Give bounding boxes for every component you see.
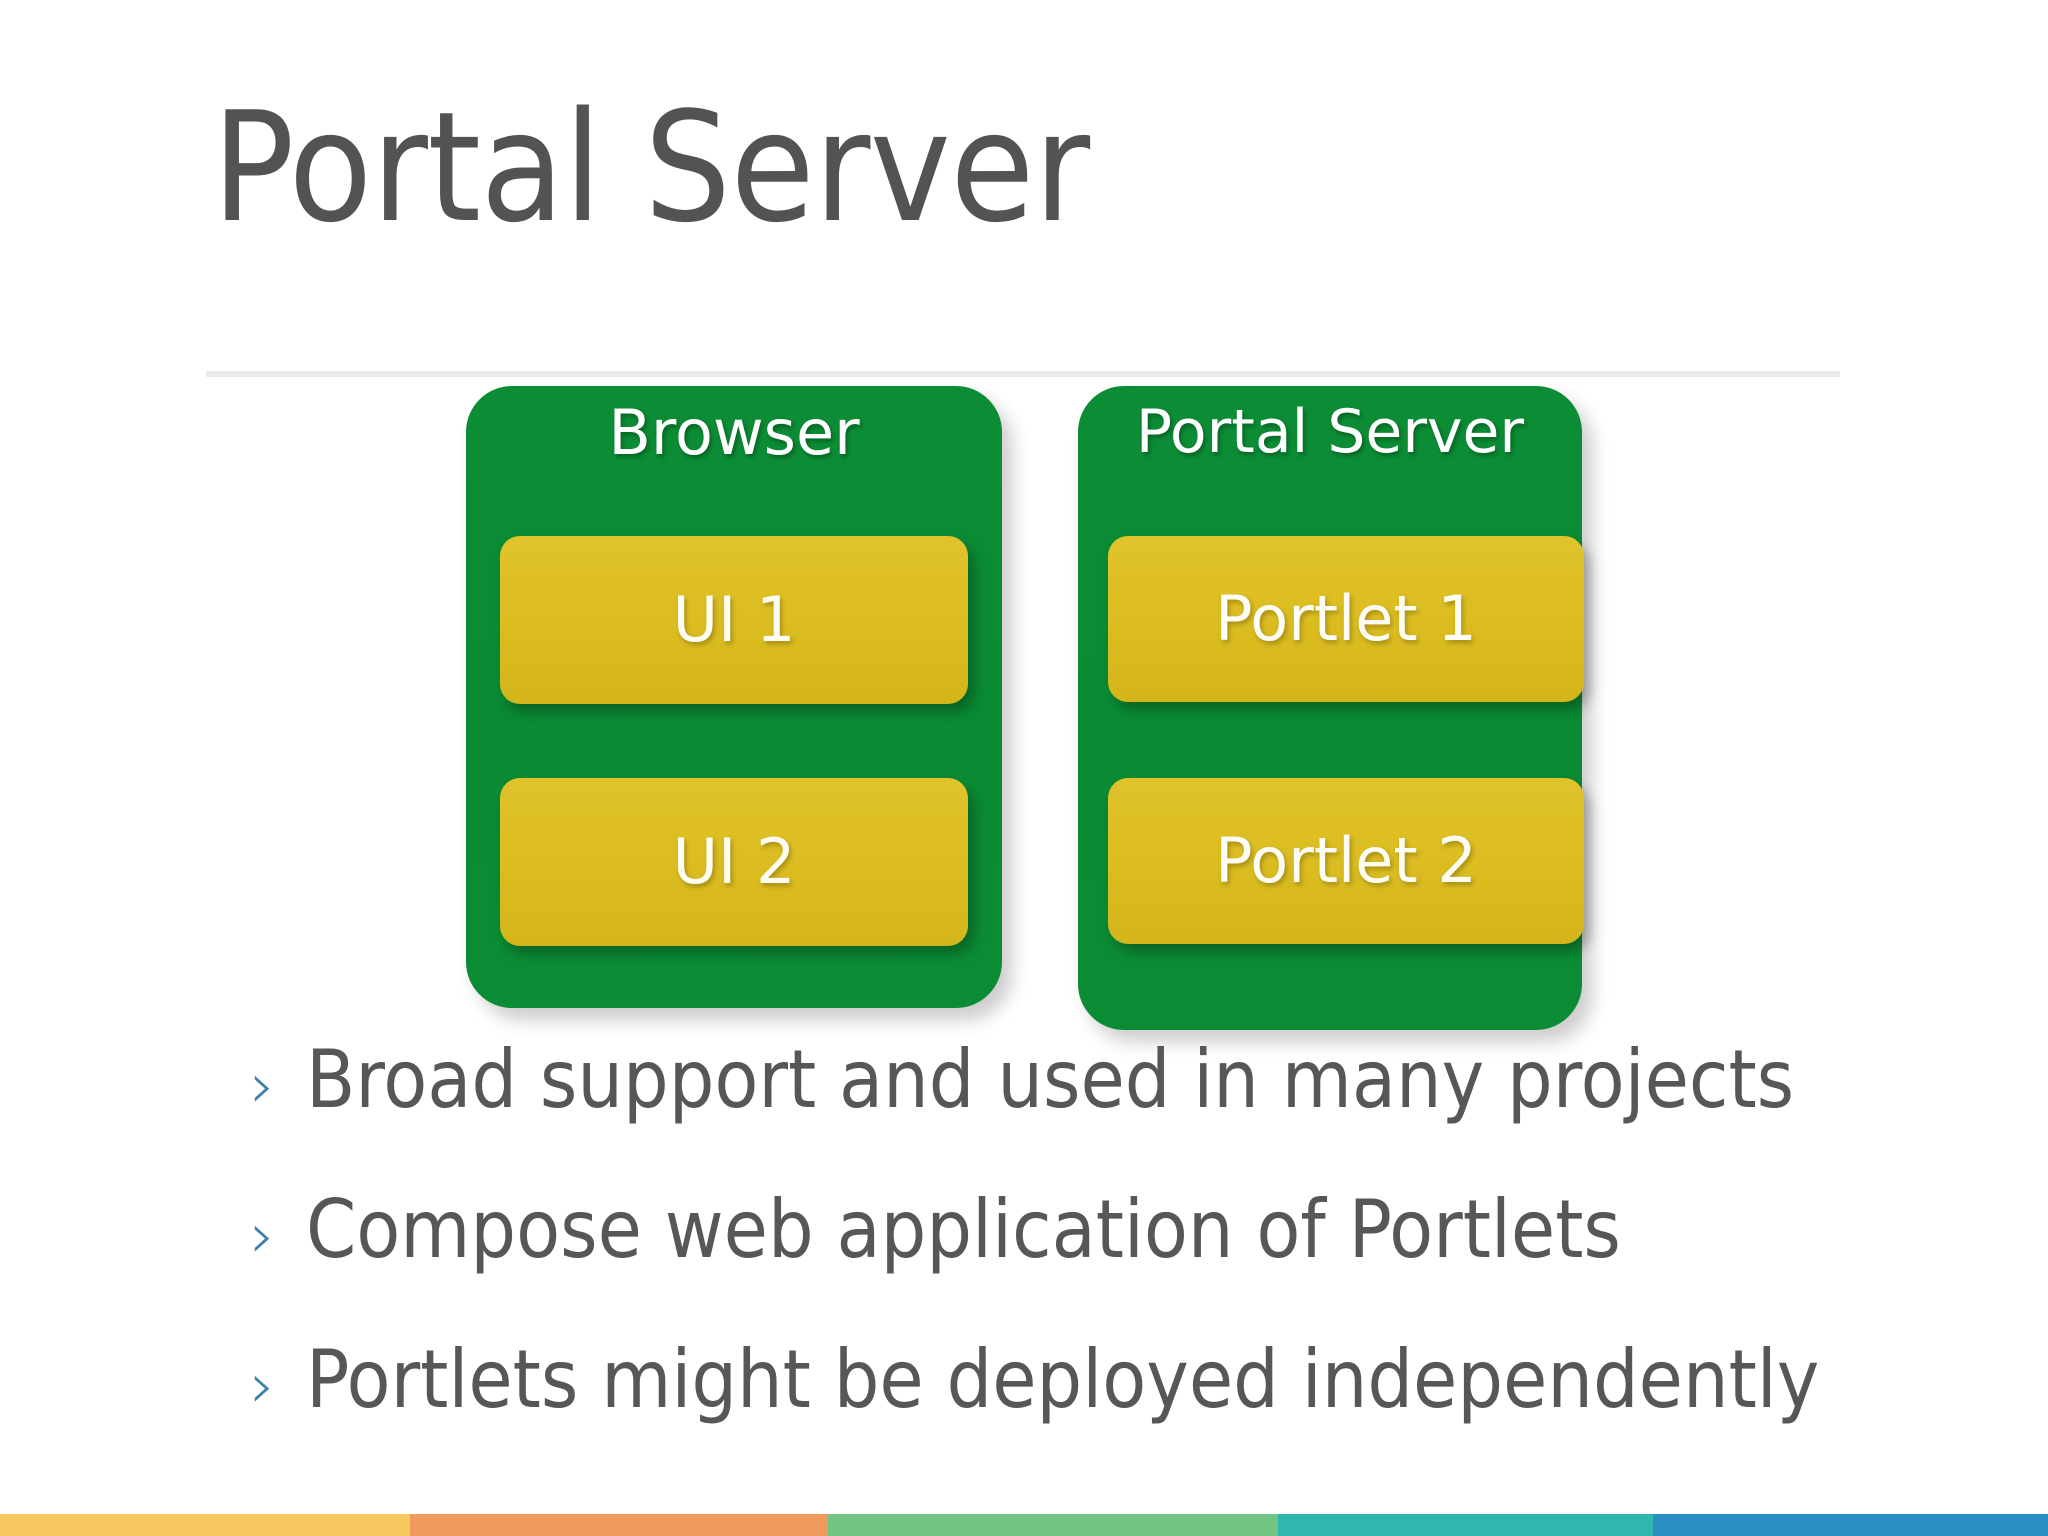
group-label-portal-server: Portal Server — [1135, 397, 1525, 467]
chevron-right-icon: › — [250, 1199, 275, 1272]
footer-segment-blue — [1653, 1514, 2048, 1536]
title-divider — [206, 371, 1840, 377]
group-label-browser: Browser — [608, 396, 860, 469]
chip-label-ui-2: UI 2 — [672, 825, 796, 898]
footer-segment-teal — [1278, 1514, 1653, 1536]
bullet-text: Broad support and used in many projects — [306, 1033, 1795, 1126]
chip-label-portlet-1: Portlet 1 — [1215, 582, 1477, 655]
diagram-chip-portlet-2: Portlet 2 — [1108, 778, 1584, 944]
footer-segment-orange — [410, 1514, 828, 1536]
footer-color-bar — [0, 1514, 2048, 1536]
diagram-group-portal-server: Portal Server Portlet 1 Portlet 2 — [1078, 386, 1584, 1030]
list-item: › Portlets might be deployed independent… — [250, 1340, 1950, 1490]
diagram-group-browser: Browser UI 1 UI 2 — [466, 386, 1002, 1008]
chevron-right-icon: › — [250, 1049, 275, 1122]
bullet-text: Compose web application of Portlets — [306, 1183, 1621, 1276]
chip-label-ui-1: UI 1 — [672, 583, 796, 656]
chip-label-portlet-2: Portlet 2 — [1215, 824, 1477, 897]
chevron-right-icon: › — [250, 1349, 275, 1422]
list-item: › Broad support and used in many project… — [250, 1040, 1950, 1190]
footer-segment-green — [828, 1514, 1278, 1536]
bullet-list: › Broad support and used in many project… — [250, 1040, 1950, 1490]
bullet-text: Portlets might be deployed independently — [306, 1333, 1820, 1426]
footer-segment-yellow — [0, 1514, 410, 1536]
page-title: Portal Server — [212, 79, 1090, 256]
architecture-diagram: Browser UI 1 UI 2 Portal Server Portlet … — [0, 386, 2048, 1030]
diagram-chip-portlet-1: Portlet 1 — [1108, 536, 1584, 702]
diagram-chip-ui-2: UI 2 — [500, 778, 968, 946]
list-item: › Compose web application of Portlets — [250, 1190, 1950, 1340]
diagram-chip-ui-1: UI 1 — [500, 536, 968, 704]
